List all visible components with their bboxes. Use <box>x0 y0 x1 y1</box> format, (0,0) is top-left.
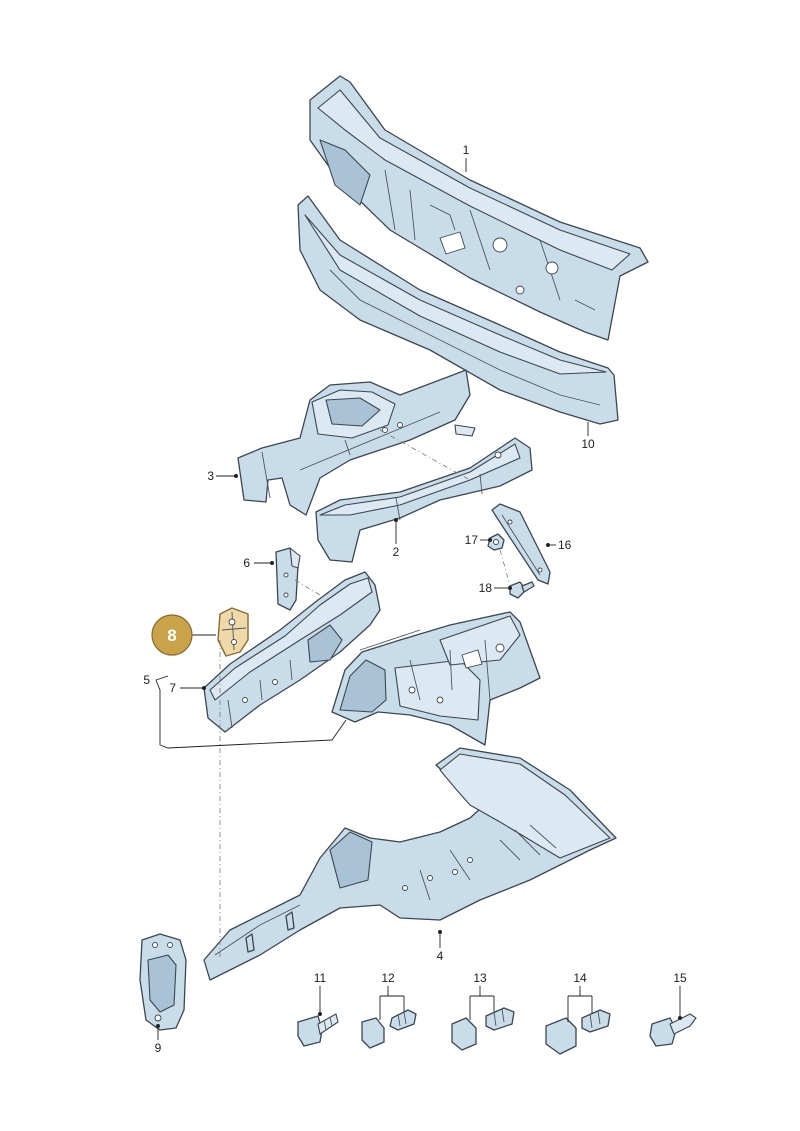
part-3-strut-tower-member[interactable] <box>237 369 476 516</box>
callout-12: 12 <box>381 971 395 985</box>
callout-16: 16 <box>558 538 572 552</box>
part-12-stud-and-nut[interactable] <box>361 1009 417 1049</box>
part-17-nut[interactable] <box>487 533 505 551</box>
callout-5: 5 <box>143 673 150 687</box>
callout-2: 2 <box>393 545 400 559</box>
part-11-bolt[interactable] <box>297 1013 339 1047</box>
callout-3: 3 <box>207 469 214 483</box>
part-8-gusset-highlighted[interactable] <box>217 607 249 657</box>
callout-labels: 1 2 3 4 5 6 7 9 10 11 12 13 14 15 16 17 … <box>143 143 687 1055</box>
part-4-floor-pan[interactable] <box>203 747 617 981</box>
callout-14: 14 <box>573 971 587 985</box>
part-16-bracket[interactable] <box>491 503 551 585</box>
callout-17: 17 <box>465 533 479 547</box>
callout-4: 4 <box>437 949 444 963</box>
part-1-bulkhead[interactable] <box>309 75 649 341</box>
part-6-bracket[interactable] <box>275 547 301 611</box>
part-7-frame-rail[interactable] <box>203 571 381 733</box>
centerlines <box>219 429 511 960</box>
part-10-crossmember[interactable] <box>297 195 619 425</box>
part-5-wheelhouse-assembly[interactable] <box>331 611 541 746</box>
callout-7: 7 <box>169 681 176 695</box>
callout-10: 10 <box>581 437 595 451</box>
callout-11: 11 <box>314 971 327 985</box>
part-15-clip[interactable] <box>649 1013 697 1047</box>
callout-18: 18 <box>479 581 493 595</box>
part-2-longitudinal-member[interactable] <box>315 437 533 563</box>
callout-1: 1 <box>463 143 470 157</box>
callout-13: 13 <box>473 971 487 985</box>
part-13-stud-and-nut[interactable] <box>451 1007 515 1051</box>
callout-9: 9 <box>155 1041 162 1055</box>
callout-8: 8 <box>167 626 176 645</box>
part-9-plate[interactable] <box>139 933 187 1031</box>
callout-6: 6 <box>243 556 250 570</box>
part-14-stud-and-nut[interactable] <box>545 1009 611 1055</box>
callout-8-badge[interactable]: 8 <box>151 614 193 656</box>
leader-lines <box>155 158 682 1040</box>
part-18-bolt[interactable] <box>509 581 535 599</box>
callout-15: 15 <box>673 971 687 985</box>
